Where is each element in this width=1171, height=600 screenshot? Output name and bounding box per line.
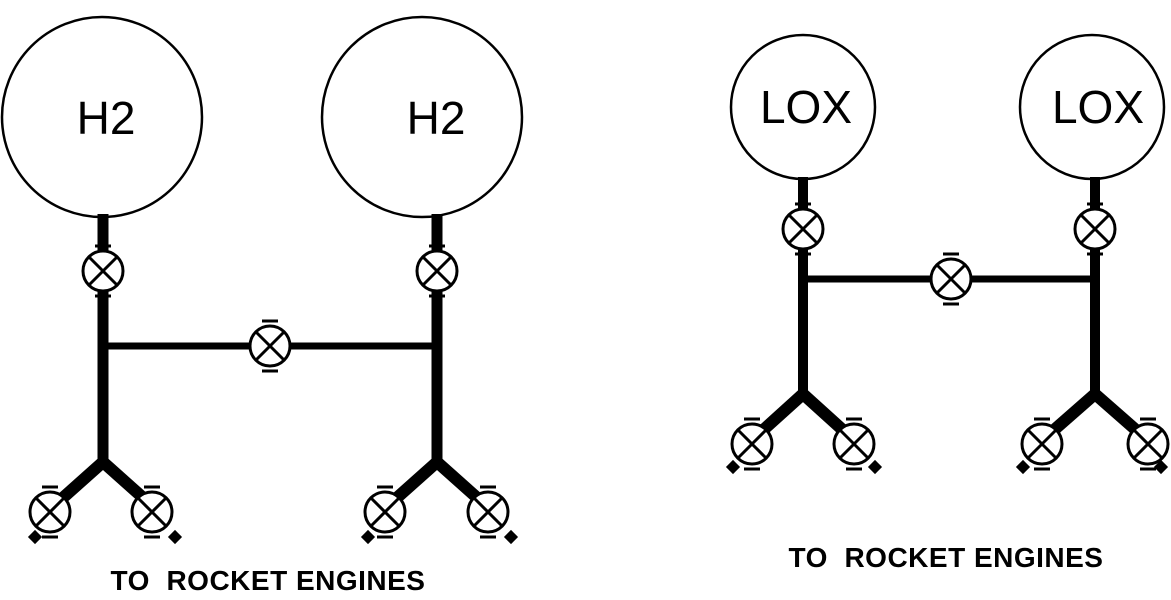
h2-tank-left-label: H2	[77, 92, 136, 144]
h2-caption: TO ROCKET ENGINES	[111, 565, 426, 596]
lox-tank-right-label: LOX	[1052, 81, 1144, 133]
h2-outlet-nubs	[27, 529, 519, 545]
h2-tank-left: H2	[0, 15, 204, 219]
h2-system: H2 H2 TO ROCKET	[0, 15, 524, 596]
lox-left-shutoff-valve-icon	[781, 202, 825, 256]
lox-outlet-nubs	[725, 459, 1169, 475]
h2-tank-right-label: H2	[407, 92, 466, 144]
lox-tank-right: LOX	[1018, 33, 1166, 181]
lox-right-shutoff-valve-icon	[1073, 202, 1117, 256]
h2-tank-right: H2	[320, 15, 524, 219]
h2-right-shutoff-valve-icon	[415, 244, 459, 298]
h2-left-shutoff-valve-icon	[81, 244, 125, 298]
lox-tank-left-label: LOX	[760, 81, 852, 133]
lox-crossfeed-valve-icon	[929, 252, 973, 306]
lox-caption: TO ROCKET ENGINES	[789, 542, 1104, 573]
lox-tank-left: LOX	[729, 33, 877, 181]
h2-crossfeed-valve-icon	[248, 319, 292, 373]
lox-system: LOX LOX TO ROCKE	[725, 33, 1170, 573]
